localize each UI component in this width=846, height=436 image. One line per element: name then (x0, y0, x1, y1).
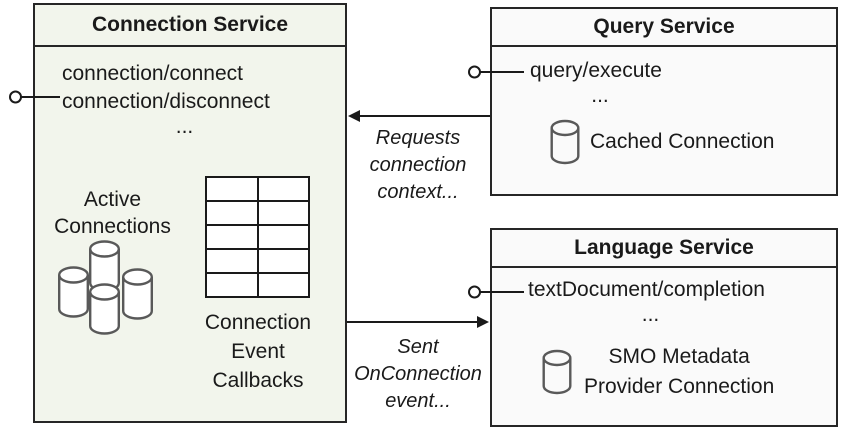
language-service-box: Language Service textDocument/completion… (490, 228, 838, 427)
database-cylinder-bottom (88, 283, 121, 335)
language-methods-ellipsis: ... (641, 303, 660, 326)
interface-circle (468, 65, 481, 79)
sent-label-line2: OnConnection (354, 363, 482, 385)
table-cell (258, 250, 308, 272)
arrowhead-right (477, 316, 489, 328)
method-query-execute: query/execute (530, 59, 662, 82)
language-service-title: Language Service (492, 230, 836, 268)
database-cylinder-top (88, 240, 121, 292)
requests-connection-arrow (348, 110, 490, 122)
table-cell (207, 250, 257, 272)
arrowhead-left (348, 110, 360, 122)
database-cylinder-right (121, 268, 154, 320)
cached-connection-label: Cached Connection (590, 130, 775, 153)
callback-table-icon (205, 176, 310, 298)
query-service-box: Query Service query/execute ... Cached C… (490, 7, 838, 196)
connection-service-methods: connection/connect connection/disconnect… (62, 60, 307, 138)
table-cell (207, 226, 257, 248)
table-cell (258, 274, 308, 296)
active-connections-label: Active Connections (45, 186, 180, 240)
database-icon (542, 349, 572, 395)
callbacks-line2: Event (231, 340, 285, 363)
query-service-methods: query/execute ... (530, 57, 670, 107)
table-cell (207, 202, 257, 224)
connection-event-callbacks-label: Connection Event Callbacks (195, 308, 321, 395)
callbacks-line1: Connection (204, 311, 312, 334)
database-cluster-icon (57, 240, 154, 335)
requests-label-line1: Requests (375, 127, 461, 149)
sent-onconnection-event-label: Sent OnConnection event... (348, 334, 488, 415)
table-cell (258, 178, 308, 200)
sent-label-line1: Sent (397, 336, 439, 358)
cached-connection-item: Cached Connection (550, 119, 774, 165)
connection-service-box: Connection Service connection/connect co… (33, 3, 347, 423)
method-connection-connect: connection/connect (62, 62, 243, 85)
requests-connection-context-label: Requests connection context... (348, 125, 488, 206)
interface-circle (9, 90, 22, 104)
language-service-methods: textDocument/completion ... (528, 276, 773, 326)
smo-label-line1: SMO Metadata (608, 345, 750, 368)
interface-circle (468, 285, 481, 299)
method-textdocument-completion: textDocument/completion (528, 278, 765, 301)
method-connection-disconnect: connection/disconnect (62, 90, 270, 113)
active-connections-line1: Active (83, 188, 142, 211)
connection-methods-ellipsis: ... (175, 115, 194, 138)
requests-label-line2: connection (369, 154, 467, 176)
query-methods-ellipsis: ... (591, 84, 609, 107)
sent-onconnection-arrow (347, 316, 489, 328)
callbacks-line3: Callbacks (212, 369, 304, 392)
smo-label-line2: Provider Connection (584, 375, 775, 398)
database-icon (550, 119, 580, 165)
smo-metadata-connection-label: SMO Metadata Provider Connection (584, 342, 774, 402)
table-cell (258, 226, 308, 248)
table-cell (207, 178, 257, 200)
table-cell (207, 274, 257, 296)
smo-metadata-connection-item: SMO Metadata Provider Connection (542, 342, 774, 402)
connection-service-title: Connection Service (35, 5, 345, 47)
table-cell (258, 202, 308, 224)
requests-label-line3: context... (377, 181, 459, 203)
database-cylinder-left (57, 266, 90, 318)
query-service-title: Query Service (492, 9, 836, 47)
sent-label-line3: event... (385, 390, 451, 412)
active-connections-line2: Connections (54, 215, 171, 238)
